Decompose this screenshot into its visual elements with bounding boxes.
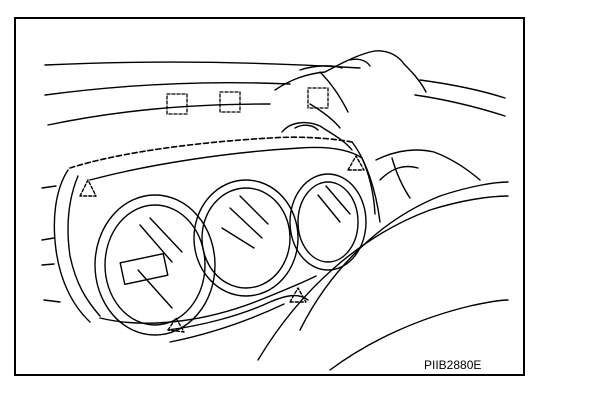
figure-code: PIIB2880E bbox=[424, 358, 482, 372]
clip-location-marks bbox=[167, 88, 328, 114]
dashboard-outline bbox=[45, 62, 505, 125]
technician-hand bbox=[275, 51, 426, 150]
cluster-lid bbox=[54, 137, 380, 322]
figure-frame bbox=[14, 17, 525, 376]
steering-wheel bbox=[258, 150, 508, 370]
side-panel-lines bbox=[42, 186, 60, 302]
speedometer-gauge bbox=[95, 195, 215, 335]
tachometer-gauge bbox=[194, 180, 298, 296]
fuel-temp-gauge bbox=[290, 174, 366, 270]
cluster-lower-edge bbox=[100, 276, 316, 342]
